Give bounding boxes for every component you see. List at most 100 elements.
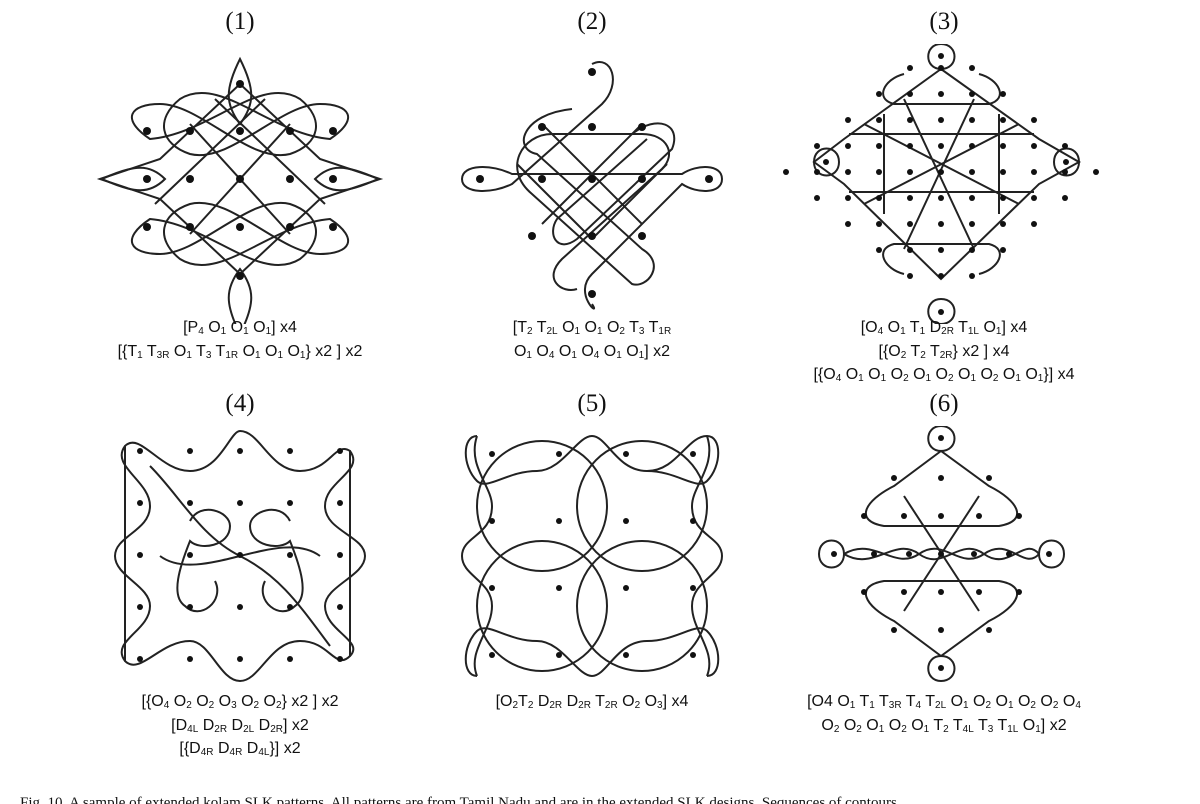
subscript: 1 bbox=[616, 349, 622, 361]
kolam-dot bbox=[337, 604, 343, 610]
subscript: 2R bbox=[604, 700, 618, 711]
subscript: 2 bbox=[943, 723, 949, 735]
kolam-dot bbox=[891, 627, 897, 633]
kolam-drawing bbox=[460, 434, 724, 678]
kolam-dot bbox=[337, 448, 343, 454]
kolam-dot bbox=[907, 117, 913, 123]
kolam-dot bbox=[1093, 169, 1099, 175]
panel-label: (4) bbox=[225, 390, 255, 417]
kolam-dot bbox=[287, 552, 293, 558]
kolam-dot bbox=[823, 159, 829, 165]
code-line: [{O4 O2 O2 O3 O2 O2} x2 ] x2 bbox=[141, 693, 339, 711]
subscript: 2L bbox=[935, 700, 947, 711]
panel-label: (6) bbox=[929, 390, 959, 417]
kolam-dot bbox=[938, 143, 944, 149]
subscript: 3 bbox=[231, 700, 237, 711]
subscript: 1 bbox=[970, 373, 976, 384]
subscript: 1 bbox=[1037, 373, 1044, 384]
kolam-dot bbox=[556, 518, 562, 524]
kolam-dot bbox=[690, 585, 696, 591]
kolam-dot bbox=[976, 513, 982, 519]
kolam-dot bbox=[690, 652, 696, 658]
subscript: 2 bbox=[186, 700, 192, 711]
subscript: 1 bbox=[596, 326, 603, 337]
kolam-dot bbox=[876, 169, 882, 175]
kolam-dot bbox=[237, 656, 243, 662]
pattern-code: [T2 T2L O1 O1 O2 T3 T1R O1 O4 O1 O4 O1 O… bbox=[392, 318, 792, 365]
kolam-dot bbox=[187, 448, 193, 454]
subscript: 2R bbox=[270, 723, 284, 735]
kolam-dot bbox=[938, 475, 944, 481]
subscript: 4 bbox=[593, 349, 600, 361]
subscript: 1 bbox=[878, 723, 885, 735]
kolam-dot bbox=[1016, 589, 1022, 595]
kolam-dot bbox=[337, 656, 343, 662]
kolam-dot bbox=[1062, 169, 1068, 175]
kolam-dot bbox=[556, 652, 562, 658]
kolam-dot bbox=[938, 195, 944, 201]
kolam-dot bbox=[1046, 551, 1052, 557]
kolam-dot bbox=[938, 589, 944, 595]
pattern-code: [O2T2 D2R D2R T2R O2 O3] x4 bbox=[392, 692, 792, 716]
kolam-drawing bbox=[783, 44, 1099, 324]
kolam-dots bbox=[489, 451, 696, 658]
kolam-dot bbox=[1062, 143, 1068, 149]
figure-caption: Fig. 10. A sample of extended kolam SLK … bbox=[20, 795, 897, 804]
kolam-drawing bbox=[113, 429, 367, 683]
kolam-dot bbox=[1000, 91, 1006, 97]
kolam-dot bbox=[1000, 247, 1006, 253]
subscript: 2 bbox=[512, 700, 519, 711]
subscript: 2 bbox=[527, 700, 534, 711]
subscript: 1 bbox=[186, 349, 192, 361]
kolam-dot bbox=[237, 552, 243, 558]
subscript: 4 bbox=[198, 326, 204, 337]
subscript: 1 bbox=[265, 326, 272, 337]
subscript: 2 bbox=[253, 700, 260, 711]
kolam-dot bbox=[969, 169, 975, 175]
code-line: [D4L D2R D2L D2R] x2 bbox=[171, 716, 309, 735]
kolam-dot bbox=[1031, 195, 1037, 201]
kolam-dot bbox=[137, 604, 143, 610]
kolam-dot bbox=[938, 247, 944, 253]
subscript: 1 bbox=[849, 700, 856, 711]
kolam-dot bbox=[1031, 143, 1037, 149]
subscript: 1 bbox=[220, 326, 227, 337]
subscript: 4 bbox=[548, 349, 555, 361]
subscript: 4R bbox=[229, 747, 243, 758]
code-line: [T2 T2L O1 O1 O2 T3 T1R bbox=[512, 319, 672, 337]
subscript: 2 bbox=[634, 700, 641, 711]
kolam-dot bbox=[623, 585, 629, 591]
kolam-dot bbox=[237, 604, 243, 610]
code-line: [O4 O1 T1 D2R T1L O1] x4 bbox=[860, 319, 1028, 337]
subscript: 1L bbox=[1007, 723, 1019, 735]
subscript: 2R bbox=[549, 700, 563, 711]
kolam-dot bbox=[969, 247, 975, 253]
kolam-dot bbox=[907, 91, 913, 97]
subscript: 1 bbox=[919, 326, 926, 337]
subscript: 1L bbox=[967, 326, 979, 337]
kolam-dots bbox=[831, 435, 1052, 671]
kolam-dot bbox=[187, 656, 193, 662]
kolam-dots bbox=[476, 68, 713, 298]
subscript: 1 bbox=[900, 326, 906, 337]
kolam-drawing bbox=[817, 426, 1066, 683]
pattern-code: [{O4 O2 O2 O3 O2 O2} x2 ] x2 [D4L D2R D2… bbox=[40, 692, 440, 763]
kolam-dot bbox=[871, 551, 877, 557]
kolam-dot bbox=[556, 585, 562, 591]
subscript: 4 bbox=[1075, 700, 1081, 711]
kolam-dot bbox=[1000, 143, 1006, 149]
subscript: 1 bbox=[858, 373, 864, 384]
kolam-dot bbox=[938, 91, 944, 97]
kolam-dot bbox=[901, 513, 907, 519]
kolam-dot bbox=[907, 221, 913, 227]
subscript: 1 bbox=[137, 349, 143, 361]
kolam-dot bbox=[237, 500, 243, 506]
subscript: 2R bbox=[578, 700, 591, 711]
kolam-dot bbox=[901, 589, 907, 595]
kolam-dot bbox=[137, 552, 143, 558]
panel-label: (5) bbox=[577, 390, 607, 417]
kolam-dot bbox=[969, 273, 975, 279]
kolam-dot bbox=[623, 652, 629, 658]
kolam-dots bbox=[783, 53, 1099, 315]
subscript: 1 bbox=[526, 349, 532, 361]
